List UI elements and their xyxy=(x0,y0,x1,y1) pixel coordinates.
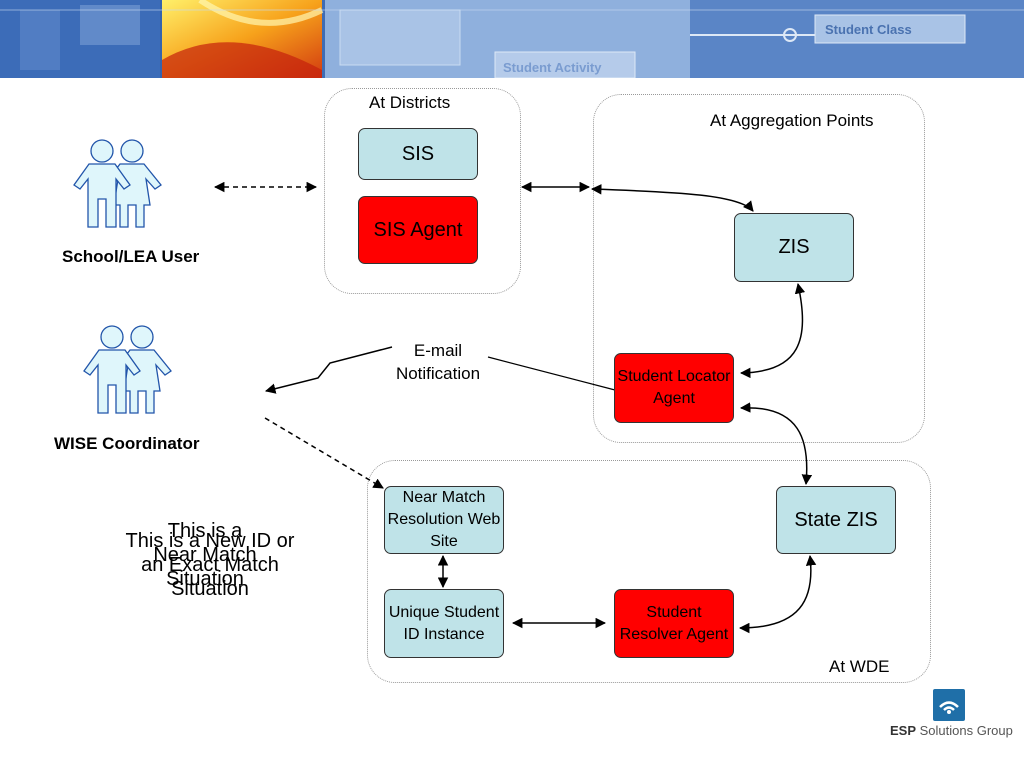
state-zis-box: State ZIS xyxy=(776,486,896,554)
esp-logo-sub: Solutions Group xyxy=(919,723,1013,738)
wise-coordinator-icon xyxy=(83,325,172,414)
student-resolver-agent-box: Student Resolver Agent xyxy=(614,589,734,658)
unique-id-box: Unique Student ID Instance xyxy=(384,589,504,658)
sis-agent-box: SIS Agent xyxy=(358,196,478,264)
zis-label: ZIS xyxy=(778,236,810,258)
email-lightning-arrow xyxy=(264,346,393,394)
header-banner: Student Class Student Activity xyxy=(0,0,1024,78)
near-match-site-label: Near Match Resolution Web Site xyxy=(387,489,501,550)
near-match-site-box: Near Match Resolution Web Site xyxy=(384,486,504,554)
email-notification-label: E-mail Notification xyxy=(395,341,481,383)
state-zis-to-resolver-arrow xyxy=(738,554,817,634)
locator-to-email-line xyxy=(487,356,616,391)
sis-agent-label: SIS Agent xyxy=(373,218,463,241)
wde-region xyxy=(367,460,931,683)
student-locator-agent-label: Student Locator Agent xyxy=(617,368,731,407)
school-user-icon xyxy=(73,139,162,228)
sis-label: SIS xyxy=(401,142,435,165)
aggregation-to-zis-arrow xyxy=(590,184,754,212)
esp-logo-text: ESP Solutions Group xyxy=(890,723,1013,738)
new-id-situation-text: This is a New ID or an Exact Match Situa… xyxy=(125,530,295,600)
state-zis-label: State ZIS xyxy=(794,508,878,531)
banner-label-student-activity: Student Activity xyxy=(503,60,602,75)
locator-to-state-zis-arrow xyxy=(739,402,813,486)
wise-coordinator-label: WISE Coordinator xyxy=(54,434,200,453)
school-user-label: School/LEA User xyxy=(62,247,200,266)
unique-id-label: Unique Student ID Instance xyxy=(388,603,500,643)
aggregation-label: At Aggregation Points xyxy=(710,111,874,130)
student-locator-agent-box: Student Locator Agent xyxy=(614,353,734,423)
districts-region xyxy=(324,88,521,294)
student-resolver-agent-label: Student Resolver Agent xyxy=(619,603,729,643)
sis-box: SIS xyxy=(358,128,478,180)
banner-label-student-class: Student Class xyxy=(825,22,912,37)
wde-label: At WDE xyxy=(829,657,890,676)
near-match-situation-text: This is a Near Match Situation xyxy=(153,520,257,590)
zis-to-locator-arrow xyxy=(739,282,806,379)
signal-icon xyxy=(939,701,959,714)
districts-label: At Districts xyxy=(369,93,451,112)
esp-logo xyxy=(933,689,965,721)
esp-logo-strong: ESP xyxy=(890,723,917,738)
zis-box: ZIS xyxy=(734,213,854,282)
coordinator-to-nearmatch-arrow xyxy=(264,417,384,489)
